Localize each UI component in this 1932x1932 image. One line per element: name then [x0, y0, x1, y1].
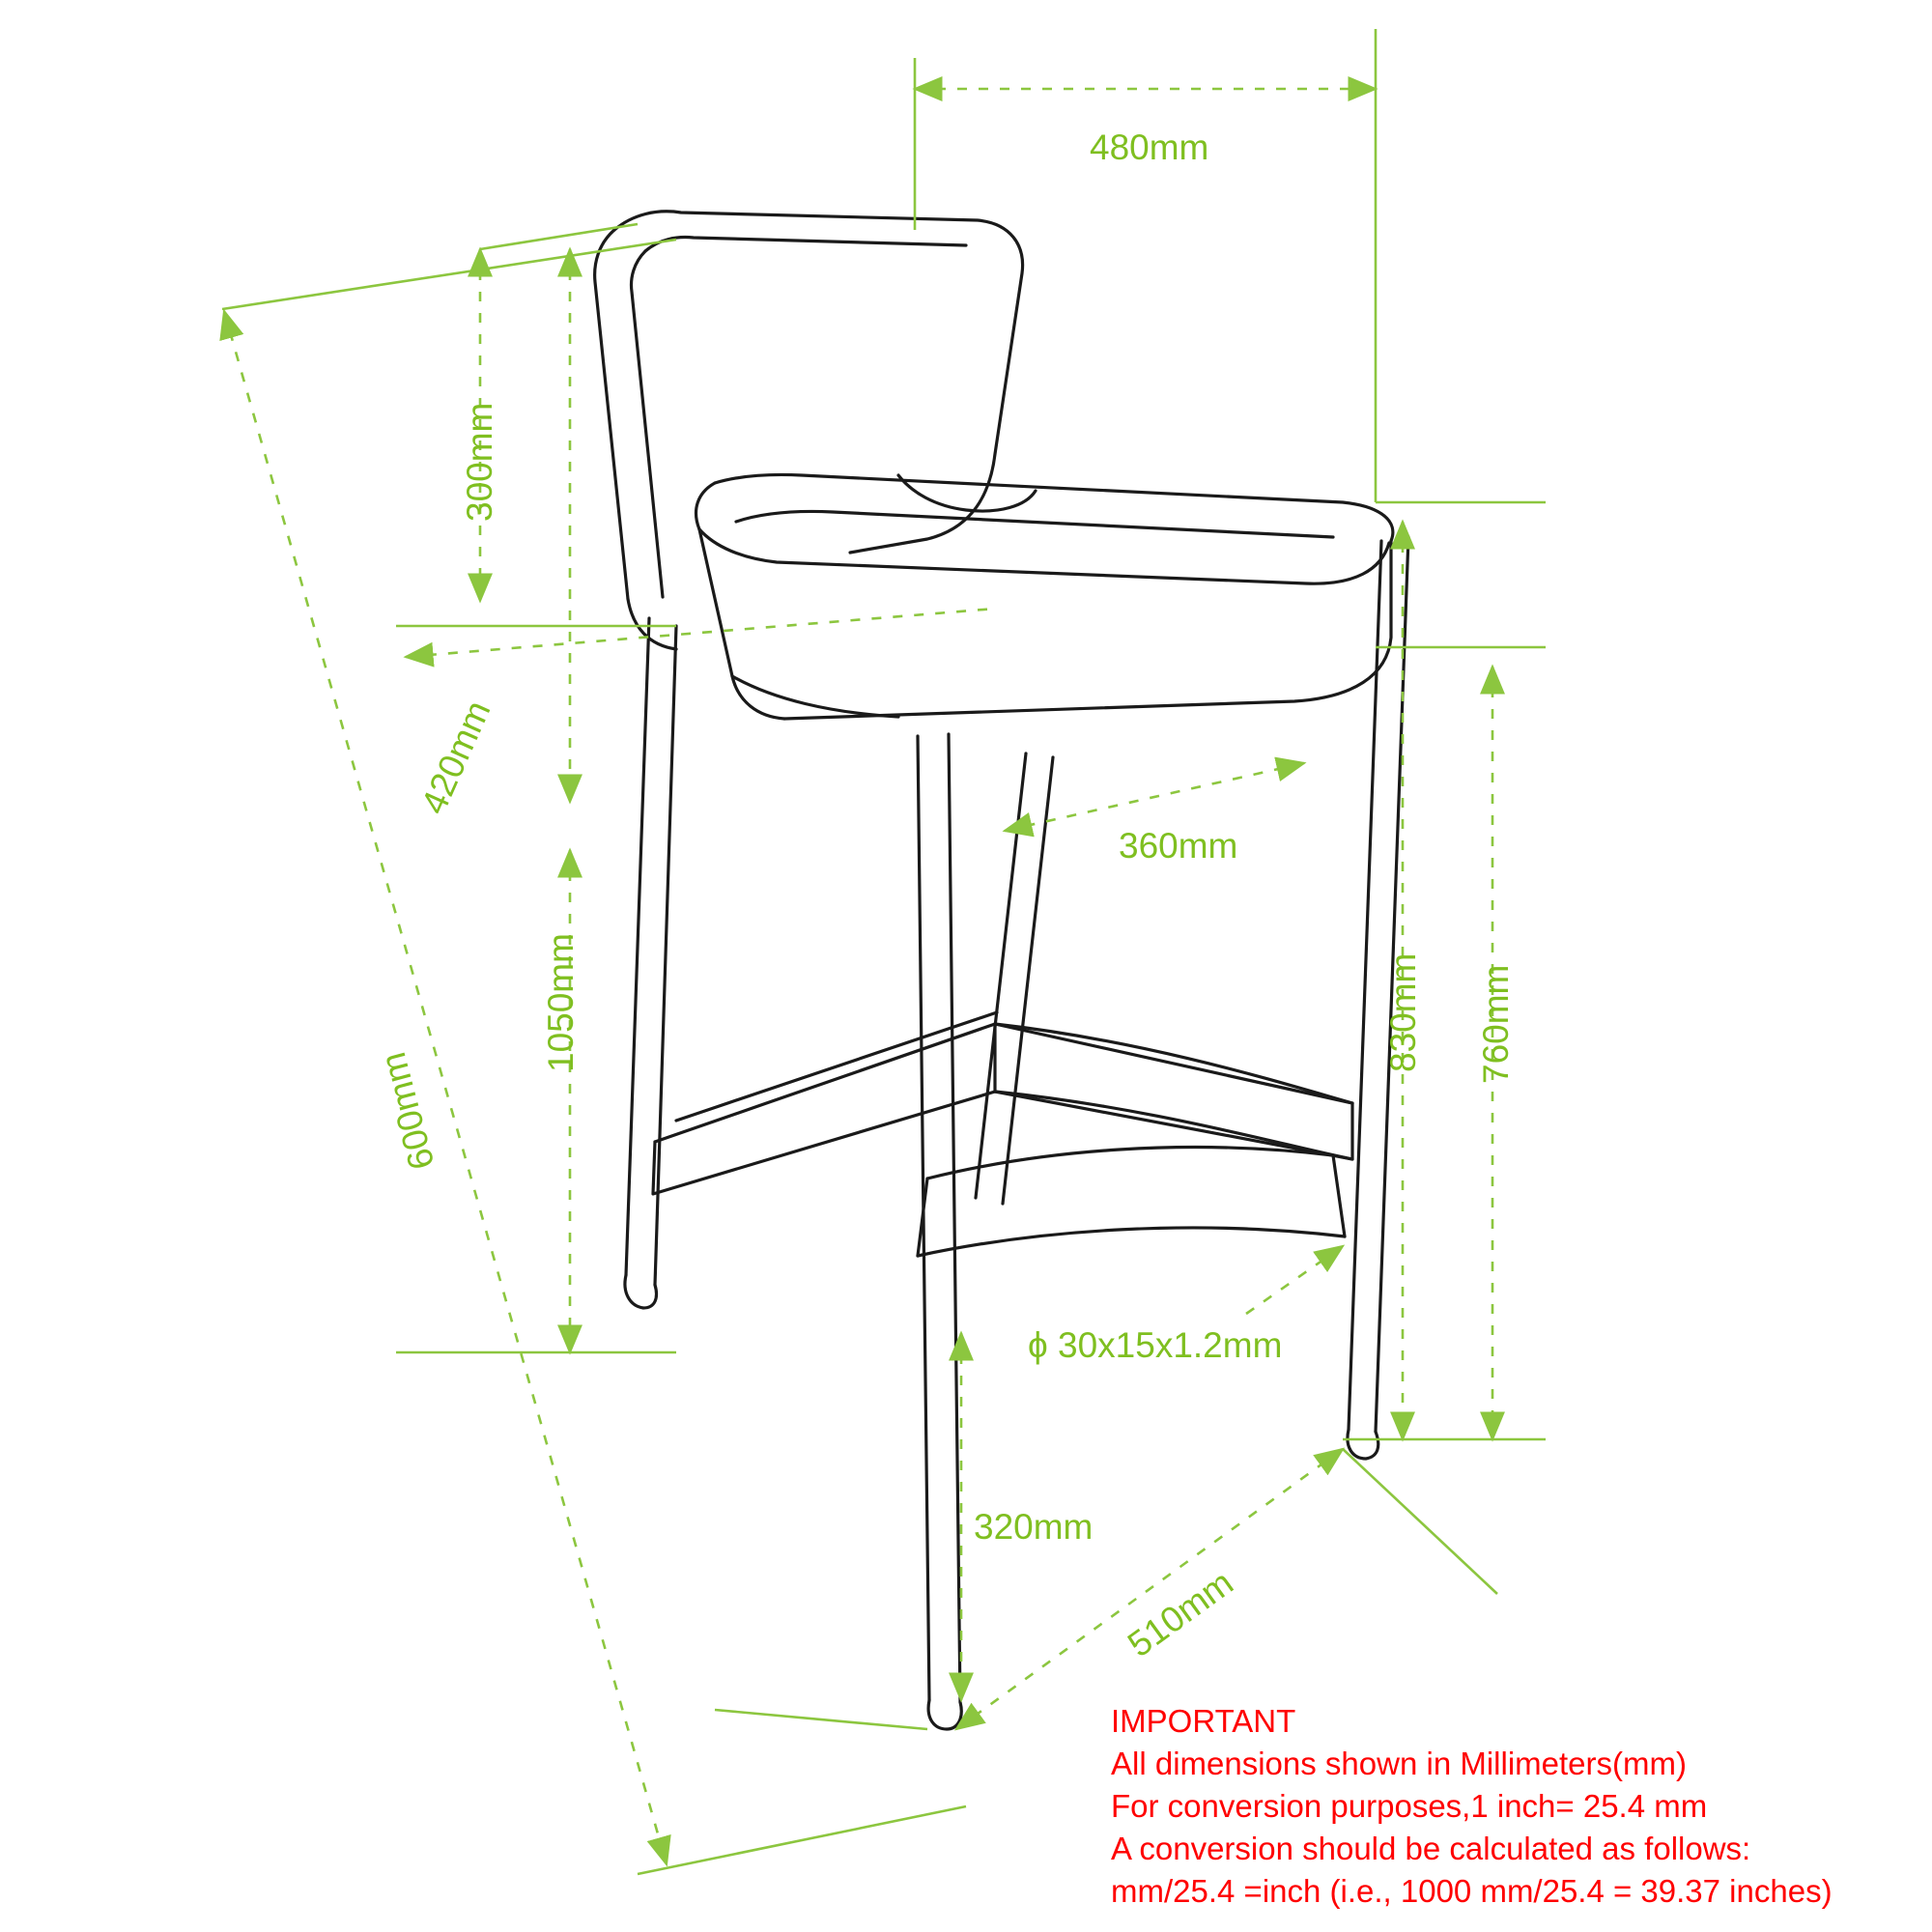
dim-label-830mm: 830mm: [1383, 952, 1423, 1072]
notes-line-1: All dimensions shown in Millimeters(mm): [1111, 1746, 1687, 1781]
notes-line-3: A conversion should be calculated as fol…: [1111, 1831, 1751, 1866]
dim-label-480mm: 480mm: [1090, 128, 1209, 167]
dim-label-300mm: 300mm: [460, 402, 499, 522]
notes-heading: IMPORTANT: [1111, 1703, 1296, 1739]
important-notes: IMPORTANT All dimensions shown in Millim…: [1111, 1700, 1833, 1913]
dimension-lines: [219, 29, 1546, 1876]
dim-label-760mm: 760mm: [1476, 964, 1516, 1084]
dim-label-320mm: 320mm: [974, 1507, 1094, 1547]
dim-label-1050mm: 1050mm: [541, 933, 581, 1072]
dim-label-tube-spec: ϕ 30x15x1.2mm: [1028, 1325, 1283, 1365]
notes-line-4: mm/25.4 =inch (i.e., 1000 mm/25.4 = 39.3…: [1111, 1873, 1833, 1909]
notes-line-2: For conversion purposes,1 inch= 25.4 mm: [1111, 1788, 1708, 1824]
stool-outline: [593, 210, 1410, 1731]
dim-label-360mm: 360mm: [1119, 826, 1238, 866]
